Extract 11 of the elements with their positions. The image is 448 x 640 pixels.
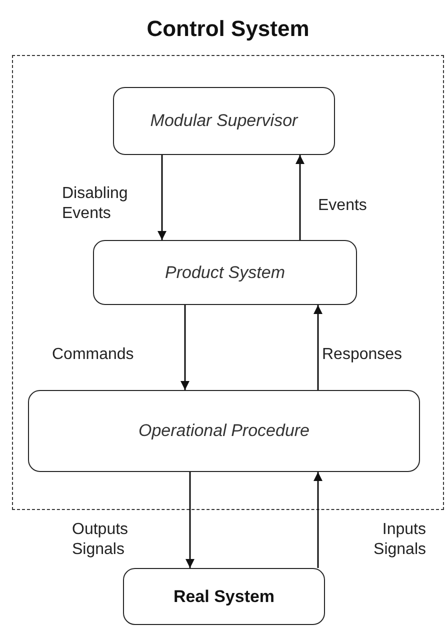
process-box: Modular Supervisor [113, 87, 335, 155]
arrow [180, 305, 190, 390]
process-box: Product System [93, 240, 357, 305]
arrow [314, 305, 322, 390]
arrow [296, 155, 304, 240]
process-box: Real System [123, 568, 325, 625]
arrow [314, 472, 322, 568]
group-heading: Control System [146, 16, 310, 42]
arrow [158, 155, 166, 240]
process-box: Operational Procedure [28, 390, 420, 472]
arrow [186, 472, 194, 568]
